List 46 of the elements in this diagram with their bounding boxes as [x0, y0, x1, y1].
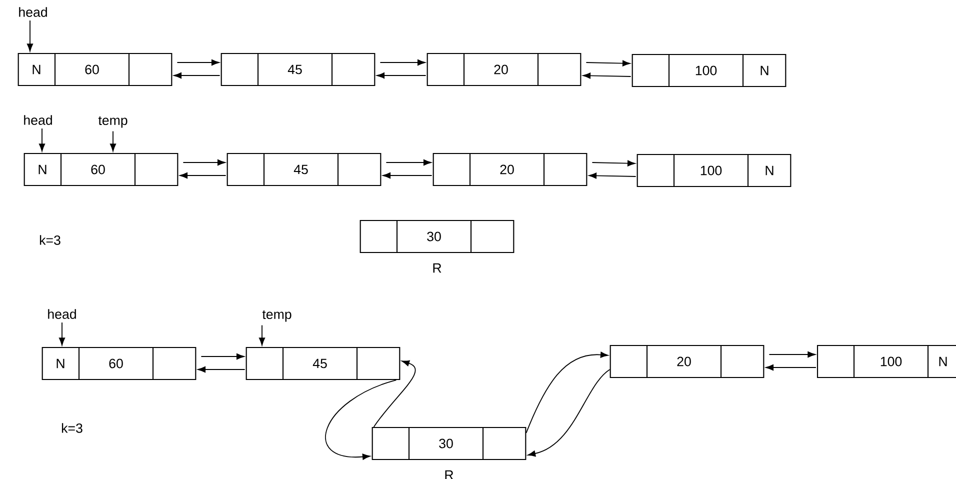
arrow	[526, 352, 608, 434]
variable-label: k=3	[40, 235, 60, 245]
list-node: 30 R	[360, 220, 514, 273]
list-node: N 60	[24, 152, 178, 186]
arrow	[39, 128, 46, 152]
list-node: 20	[432, 152, 588, 186]
arrow	[200, 354, 244, 360]
list-node: 100 N	[816, 344, 956, 378]
list-node: 100 N	[636, 154, 792, 188]
list-node: 20	[610, 344, 764, 378]
list-node: N 60	[42, 346, 196, 380]
arrow	[180, 172, 226, 179]
pointer-label: temp	[98, 116, 128, 128]
arrow	[27, 20, 33, 52]
arrow	[582, 72, 632, 79]
list-node: 45	[220, 52, 376, 86]
arrow	[592, 160, 636, 166]
arrow	[373, 360, 416, 428]
arrow	[59, 322, 66, 346]
arrow	[198, 366, 246, 373]
arrow	[382, 172, 432, 179]
arrow	[766, 364, 816, 371]
list-node: 100 N	[632, 54, 786, 88]
node-caption: R	[433, 263, 442, 273]
pointer-label: head	[19, 7, 47, 17]
list-node: 45	[246, 346, 400, 380]
pointer-label: head	[24, 115, 52, 125]
arrow	[386, 160, 432, 166]
arrow	[380, 60, 426, 66]
arrow	[586, 60, 630, 66]
list-node: 45	[226, 152, 382, 186]
arrow	[768, 352, 816, 358]
pointer-label: temp	[262, 310, 292, 322]
arrow	[325, 380, 397, 460]
arrow	[176, 60, 220, 66]
arrow	[376, 72, 426, 78]
arrow	[528, 369, 610, 457]
pointer-label: head	[48, 309, 76, 319]
arrow	[182, 160, 226, 166]
arrow	[110, 130, 116, 152]
variable-label: k=3	[62, 423, 82, 433]
arrow	[259, 324, 266, 346]
arrow	[174, 72, 220, 78]
list-node: N 60	[18, 52, 172, 86]
arrow	[588, 172, 636, 179]
list-node: 20	[426, 52, 582, 86]
